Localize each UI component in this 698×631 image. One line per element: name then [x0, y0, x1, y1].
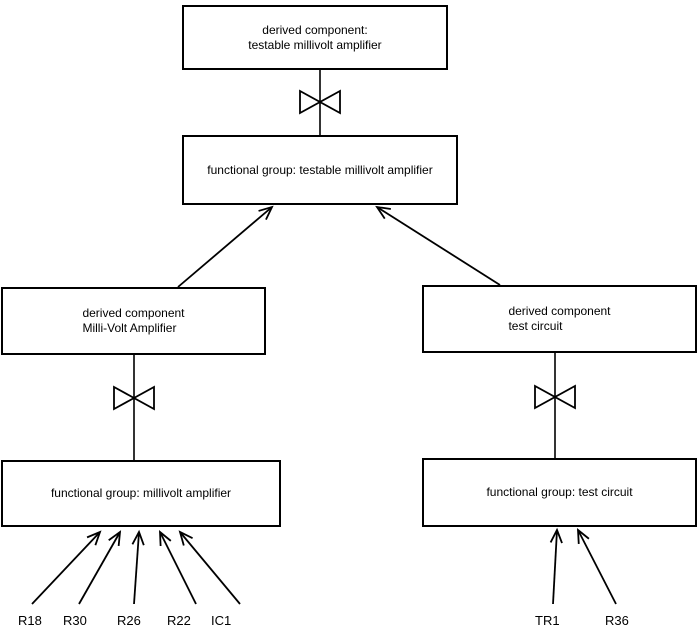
derived-component-testable-millivolt-amplifier-text: derived component: testable millivolt am… — [248, 22, 382, 52]
bowtie-connector-left[interactable] — [113, 355, 155, 460]
leaf-label-r22: R22 — [167, 613, 191, 628]
arrow-ic1-to-millivolt-amplifier-arrowhead-icon — [178, 530, 193, 546]
arrow-left-derived-to-functional-group-arrowhead-icon — [258, 205, 274, 221]
arrow-r26-to-millivolt-amplifier-arrowhead-icon — [131, 529, 145, 546]
arrow-r18-to-millivolt-amplifier-arrowhead-icon — [86, 530, 102, 546]
arrow-left-derived-to-functional-group-shaft — [177, 206, 273, 288]
functional-group-millivolt-amplifier-text: functional group: millivolt amplifier — [50, 486, 232, 500]
functional-group-test-circuit-text: functional group: test circuit — [486, 485, 633, 499]
arrow-r26-to-millivolt-amplifier-shaft — [133, 531, 140, 605]
bowtie-connector-top-left-triangle-icon — [299, 89, 322, 115]
arrow-r26-to-millivolt-amplifier[interactable] — [131, 529, 145, 605]
arrow-r30-to-millivolt-amplifier[interactable] — [78, 530, 122, 605]
arrow-left-derived-to-functional-group[interactable] — [177, 205, 274, 288]
arrow-r22-to-millivolt-amplifier-arrowhead-icon — [159, 530, 172, 547]
leaf-label-r26: R26 — [117, 613, 141, 628]
functional-group-millivolt-amplifier[interactable]: functional group: millivolt amplifier — [1, 460, 281, 527]
leaf-label-ic1: IC1 — [211, 613, 232, 628]
arrow-tr1-to-test-circuit-shaft — [552, 529, 558, 605]
derived-component-milli-volt-amplifier[interactable]: derived component Milli-Volt Amplifier — [1, 287, 266, 355]
bowtie-connector-right[interactable] — [534, 353, 576, 458]
arrow-right-derived-to-functional-group-shaft — [376, 206, 501, 286]
derived-component-test-circuit[interactable]: derived component test circuit — [422, 285, 697, 353]
bowtie-connector-left-right-triangle-icon — [132, 385, 155, 411]
arrow-right-derived-to-functional-group[interactable] — [375, 205, 501, 286]
bowtie-connector-top[interactable] — [299, 70, 341, 135]
functional-group-test-circuit[interactable]: functional group: test circuit — [422, 458, 697, 527]
arrow-r36-to-test-circuit[interactable] — [576, 528, 617, 605]
arrow-r30-to-millivolt-amplifier-shaft — [78, 531, 121, 605]
arrow-r22-to-millivolt-amplifier-shaft — [159, 531, 197, 605]
arrow-r18-to-millivolt-amplifier[interactable] — [31, 530, 102, 605]
arrow-r22-to-millivolt-amplifier[interactable] — [159, 530, 197, 605]
connector-group — [31, 70, 617, 605]
leaf-label-tr1: TR1 — [535, 613, 560, 628]
functional-group-testable-millivolt-amplifier-text: functional group: testable millivolt amp… — [207, 162, 433, 177]
arrow-tr1-to-test-circuit-arrowhead-icon — [549, 527, 563, 544]
arrow-ic1-to-millivolt-amplifier[interactable] — [178, 530, 241, 605]
bowtie-connector-right-left-triangle-icon — [534, 384, 557, 410]
arrow-r36-to-test-circuit-arrowhead-icon — [576, 528, 590, 545]
bowtie-connector-left-left-triangle-icon — [113, 385, 136, 411]
derived-component-milli-volt-amplifier-text: derived component Milli-Volt Amplifier — [82, 306, 185, 335]
arrow-tr1-to-test-circuit[interactable] — [549, 527, 563, 605]
derived-component-testable-millivolt-amplifier[interactable]: derived component: testable millivolt am… — [182, 5, 448, 70]
functional-group-testable-millivolt-amplifier[interactable]: functional group: testable millivolt amp… — [182, 135, 458, 205]
arrow-r36-to-test-circuit-shaft — [577, 529, 617, 605]
arrow-r18-to-millivolt-amplifier-shaft — [31, 531, 101, 605]
bowtie-connector-right-right-triangle-icon — [553, 384, 576, 410]
derived-component-test-circuit-text: derived component test circuit — [508, 304, 611, 333]
leaf-label-r36: R36 — [605, 613, 629, 628]
arrow-r30-to-millivolt-amplifier-arrowhead-icon — [108, 530, 122, 547]
arrow-ic1-to-millivolt-amplifier-shaft — [179, 531, 241, 605]
leaf-label-r18: R18 — [18, 613, 42, 628]
bowtie-connector-top-right-triangle-icon — [318, 89, 341, 115]
arrow-right-derived-to-functional-group-arrowhead-icon — [375, 205, 391, 220]
leaf-label-r30: R30 — [63, 613, 87, 628]
